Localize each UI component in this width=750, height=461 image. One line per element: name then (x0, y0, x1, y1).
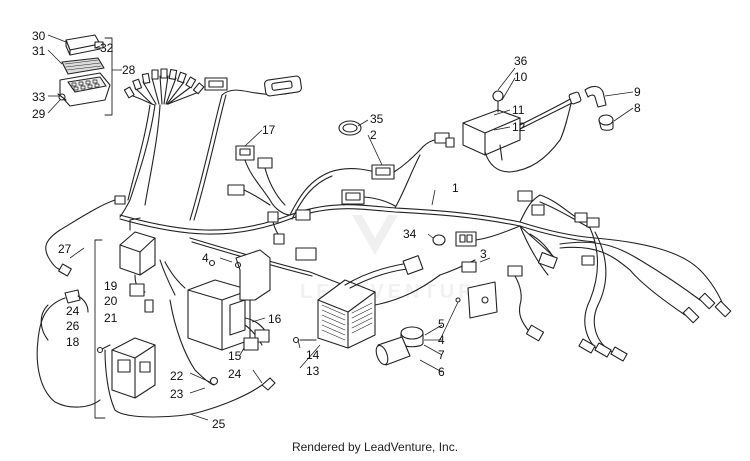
callout-13: 13 (306, 364, 320, 378)
group-bracket-28 (104, 37, 113, 116)
callout-32: 32 (100, 41, 114, 55)
callout-12: 12 (512, 120, 526, 134)
cdi-module-11 (462, 90, 575, 173)
callout-4a: 4 (202, 251, 209, 265)
leader-lines (47, 34, 634, 421)
callout-23: 23 (170, 387, 184, 401)
callout-7: 7 (438, 348, 445, 362)
callout-24a: 24 (66, 304, 80, 318)
callout-16: 16 (268, 312, 282, 326)
relay-and-solenoid-assembly (96, 217, 276, 418)
callout-17: 17 (262, 123, 276, 137)
connector-group-2 (338, 120, 455, 207)
callout-11: 11 (512, 103, 525, 117)
callout-1: 1 (452, 181, 459, 195)
right-harness-leads (507, 190, 732, 362)
callout-8: 8 (634, 101, 641, 115)
callout-19: 19 (104, 279, 118, 293)
callout-29: 29 (32, 107, 46, 121)
connector-block (455, 225, 521, 247)
callout-20: 20 (104, 294, 118, 308)
callout-labels: 30 31 32 28 33 29 17 35 2 36 10 9 8 11 1… (32, 29, 641, 431)
callout-25: 25 (212, 417, 226, 431)
fuse-holder-6 (375, 326, 424, 366)
callout-26: 26 (66, 319, 80, 333)
gauge-connector-loom (119, 68, 302, 221)
connector-block-2 (295, 247, 317, 261)
callout-33: 33 (32, 90, 46, 104)
watermark-logo: LEADVENTURE (300, 215, 490, 303)
group-bracket-19 (94, 239, 106, 419)
callout-15: 15 (228, 349, 242, 363)
callout-5: 5 (438, 317, 445, 331)
battery-cables (36, 195, 126, 408)
callout-10: 10 (514, 70, 528, 84)
callout-31: 31 (32, 44, 46, 58)
callout-9: 9 (634, 85, 641, 99)
callout-28: 28 (122, 63, 136, 77)
callout-35: 35 (370, 112, 384, 126)
voltage-regulator-13 (292, 255, 477, 349)
callout-2: 2 (370, 128, 377, 142)
callout-27: 27 (58, 242, 72, 256)
callout-36: 36 (514, 54, 528, 68)
callout-6: 6 (438, 365, 445, 379)
relay-connector-17 (227, 145, 311, 245)
callout-14: 14 (306, 348, 320, 362)
callout-22: 22 (170, 369, 184, 383)
ecu-box-15 (187, 249, 271, 351)
footer-credit: Rendered by LeadVenture, Inc. (291, 440, 459, 454)
vent-hose-9 (568, 85, 614, 131)
callout-34: 34 (403, 227, 417, 241)
mounting-bracket-3 (455, 281, 498, 319)
callout-24b: 24 (228, 367, 242, 381)
callout-18: 18 (66, 335, 80, 349)
switch-housing-assembly (57, 34, 111, 107)
grommet-34 (432, 234, 446, 246)
callout-21: 21 (104, 311, 118, 325)
callout-3: 3 (480, 247, 487, 261)
callout-4b: 4 (438, 333, 445, 347)
callout-30: 30 (32, 29, 46, 43)
